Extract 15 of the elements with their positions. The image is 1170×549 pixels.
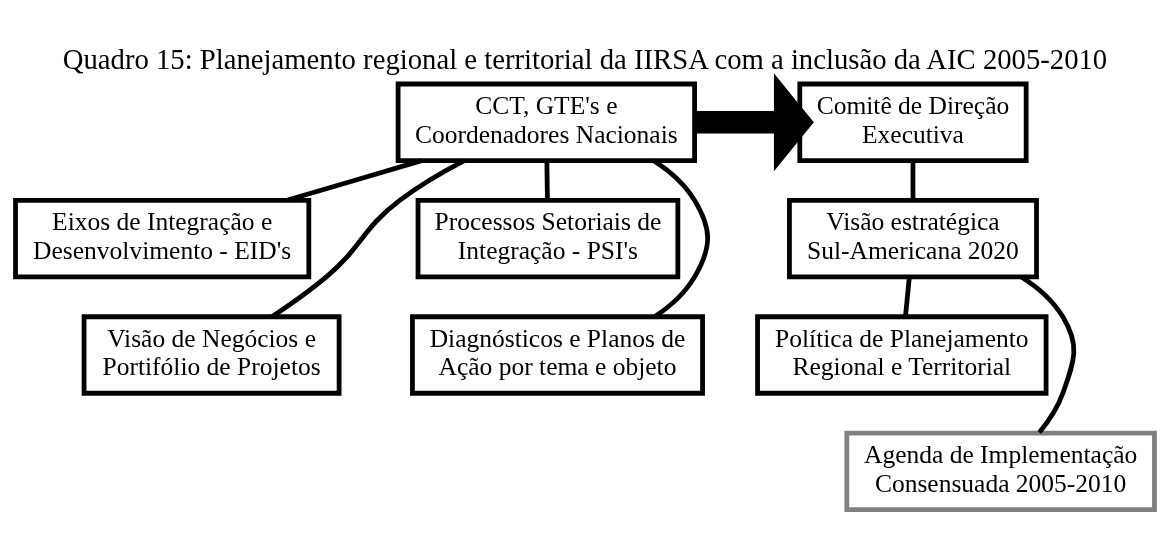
connector (903, 277, 912, 317)
node-box: Eixos de Integração e Desenvolvimento - EID's (13, 198, 312, 280)
node-box: Visão estratégica Sul-Americana 2020 (787, 198, 1039, 280)
node-box: Comitê de Direção Executiva (797, 81, 1029, 163)
arrow (695, 73, 814, 172)
connector (286, 158, 423, 203)
node-box: Política de Planejamento Regional e Territorial (755, 314, 1049, 396)
node-box: Visão de Negócios e Portifólio de Projetos (81, 314, 342, 396)
node-box: Processos Setoriais de Integração - PSI's (415, 198, 681, 280)
node-box: Agenda de Implementação Consensuada 2005-2010 (844, 430, 1157, 512)
diagram-title: Quadro 15: Planejamento regional e territorial da IIRSA com a inclusão da AIC 2005-2010 (62, 42, 1108, 75)
node-box: CCT, GTE's e Coordenadores Nacionais (395, 81, 697, 163)
connector (910, 160, 916, 201)
node-box: Diagnósticos e Planos de Ação por tema e objeto (410, 314, 705, 396)
connector (544, 160, 550, 201)
